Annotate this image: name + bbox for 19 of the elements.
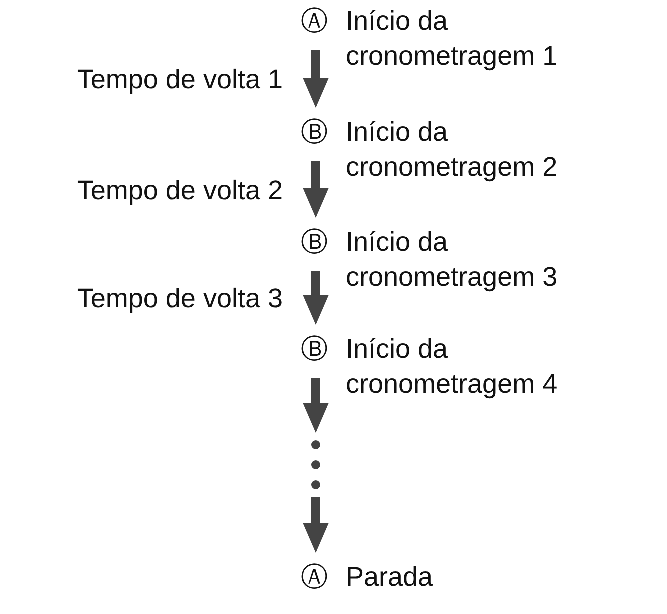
arrow [303, 161, 329, 218]
step-label: Início da cronometragem 1 [346, 5, 559, 73]
circled-letter: Ⓑ [301, 116, 328, 150]
step-label: Início da cronometragem 4 [346, 333, 559, 401]
circled-letter: Ⓑ [301, 226, 328, 260]
step-label: Parada [346, 561, 434, 594]
edge-label: Tempo de volta 2 [77, 174, 283, 208]
vertical-ellipsis-icon [310, 440, 322, 490]
circled-letter: Ⓐ [301, 561, 328, 595]
step-label: Início da cronometragem 2 [346, 116, 559, 184]
circled-letter: Ⓑ [301, 333, 328, 367]
edge-label: Tempo de volta 3 [77, 282, 283, 316]
arrow [303, 271, 329, 325]
step-label: Início da cronometragem 3 [346, 226, 559, 294]
arrow [303, 50, 329, 108]
arrow [303, 378, 329, 433]
edge-label: Tempo de volta 1 [77, 64, 283, 96]
circled-letter: Ⓐ [301, 5, 328, 39]
arrow [303, 497, 329, 553]
